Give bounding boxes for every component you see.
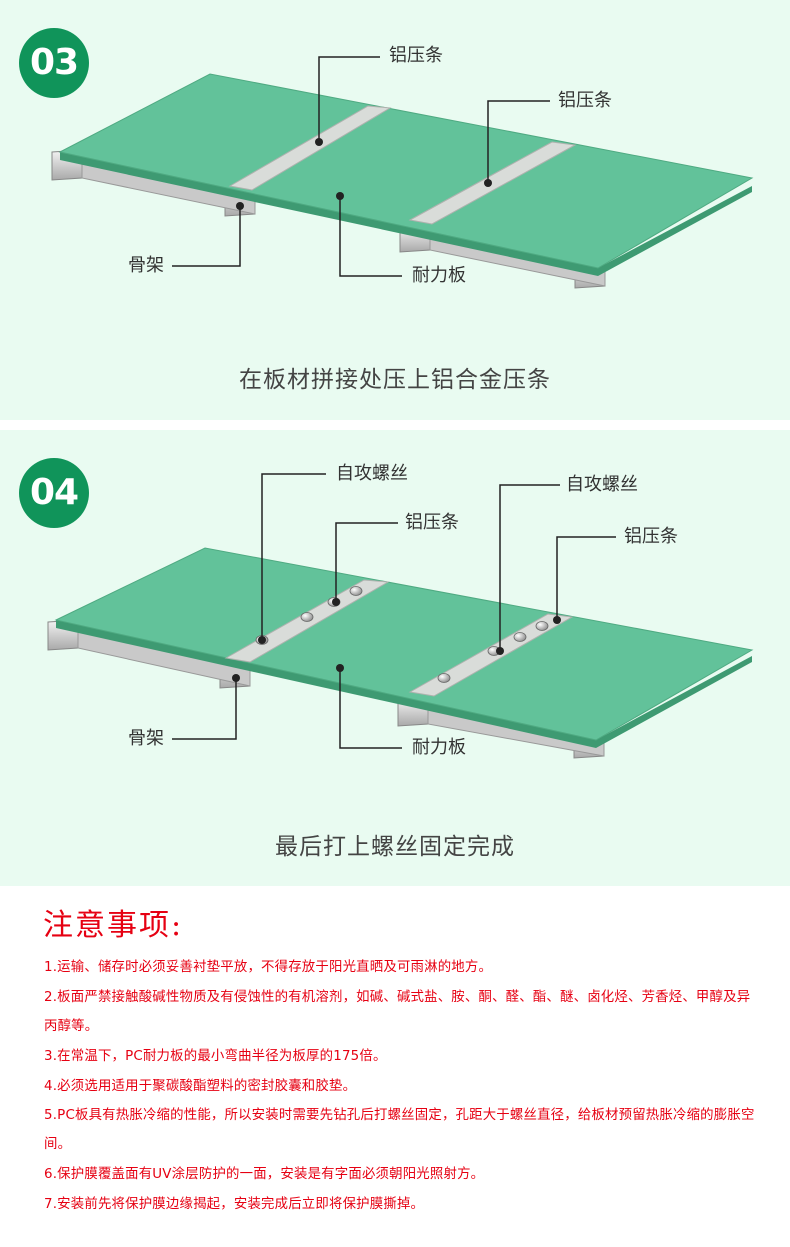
aluminium-strip-right: [408, 141, 577, 225]
label-pc-board: 耐力板: [412, 265, 466, 286]
label-screw-right: 自攻螺丝: [566, 474, 638, 495]
step-4-illustration: [47, 473, 754, 759]
label-frame: 骨架: [128, 255, 164, 276]
callout-dots: [236, 138, 492, 210]
note-item-4: 4.必须选用适用于聚碳酸酯塑料的密封胶囊和胶垫。: [44, 1079, 357, 1094]
note-item-2: 2.板面严禁接触酸碱性物质及有侵蚀性的有机溶剂，如碱、碱式盐、胺、酮、醛、酯、醚…: [44, 990, 751, 1034]
note-item-1: 1.运输、储存时必须妥善衬垫平放，不得存放于阳光直晒及可雨淋的地方。: [44, 960, 493, 975]
step-4-panel: 04 自攻螺丝 铝压条 自攻螺丝 铝压条 骨架 耐力板 最后打上螺丝固定完成: [0, 430, 790, 886]
label-aluminium-strip-left: 铝压条: [389, 45, 443, 66]
pc-board: [54, 547, 754, 741]
label-frame: 骨架: [128, 728, 164, 749]
step-3-badge: 03: [19, 28, 89, 98]
callout-lines: [172, 473, 616, 749]
step-4-badge: 04: [19, 458, 89, 528]
callout-dots: [232, 598, 561, 682]
callout-lines: [172, 56, 550, 277]
step-4-caption: 最后打上螺丝固定完成: [275, 834, 515, 860]
pc-board: [58, 73, 754, 269]
label-screw-left: 自攻螺丝: [336, 463, 408, 484]
note-item-3: 3.在常温下，PC耐力板的最小弯曲半径为板厚的175倍。: [44, 1049, 387, 1064]
notes-section: 注意事项: 1.运输、储存时必须妥善衬垫平放，不得存放于阳光直晒及可雨淋的地方。…: [0, 886, 790, 1247]
step-3-illustration: [51, 56, 754, 289]
note-item-7: 7.安装前先将保护膜边缘揭起，安装完成后立即将保护膜撕掉。: [44, 1197, 425, 1212]
label-aluminium-strip-right: 铝压条: [558, 90, 612, 111]
note-item-6: 6.保护膜覆盖面有UV涂层防护的一面，安装是有字面必须朝阳光照射方。: [44, 1167, 485, 1182]
step-3-caption: 在板材拼接处压上铝合金压条: [239, 367, 551, 393]
aluminium-strip-left: [228, 105, 392, 191]
note-item-5: 5.PC板具有热胀冷缩的性能，所以安装时需要先钻孔后打螺丝固定，孔距大于螺丝直径…: [44, 1108, 755, 1152]
label-pc-board: 耐力板: [412, 737, 466, 758]
notes-title: 注意事项:: [43, 908, 184, 943]
step-3-panel: 03 铝压条 铝压条 骨架 耐力板 在板材拼接处压上铝合金压条: [0, 0, 790, 420]
panel-divider: [0, 420, 790, 430]
label-aluminium-strip-right: 铝压条: [624, 526, 678, 547]
label-aluminium-strip-left: 铝压条: [405, 512, 459, 533]
